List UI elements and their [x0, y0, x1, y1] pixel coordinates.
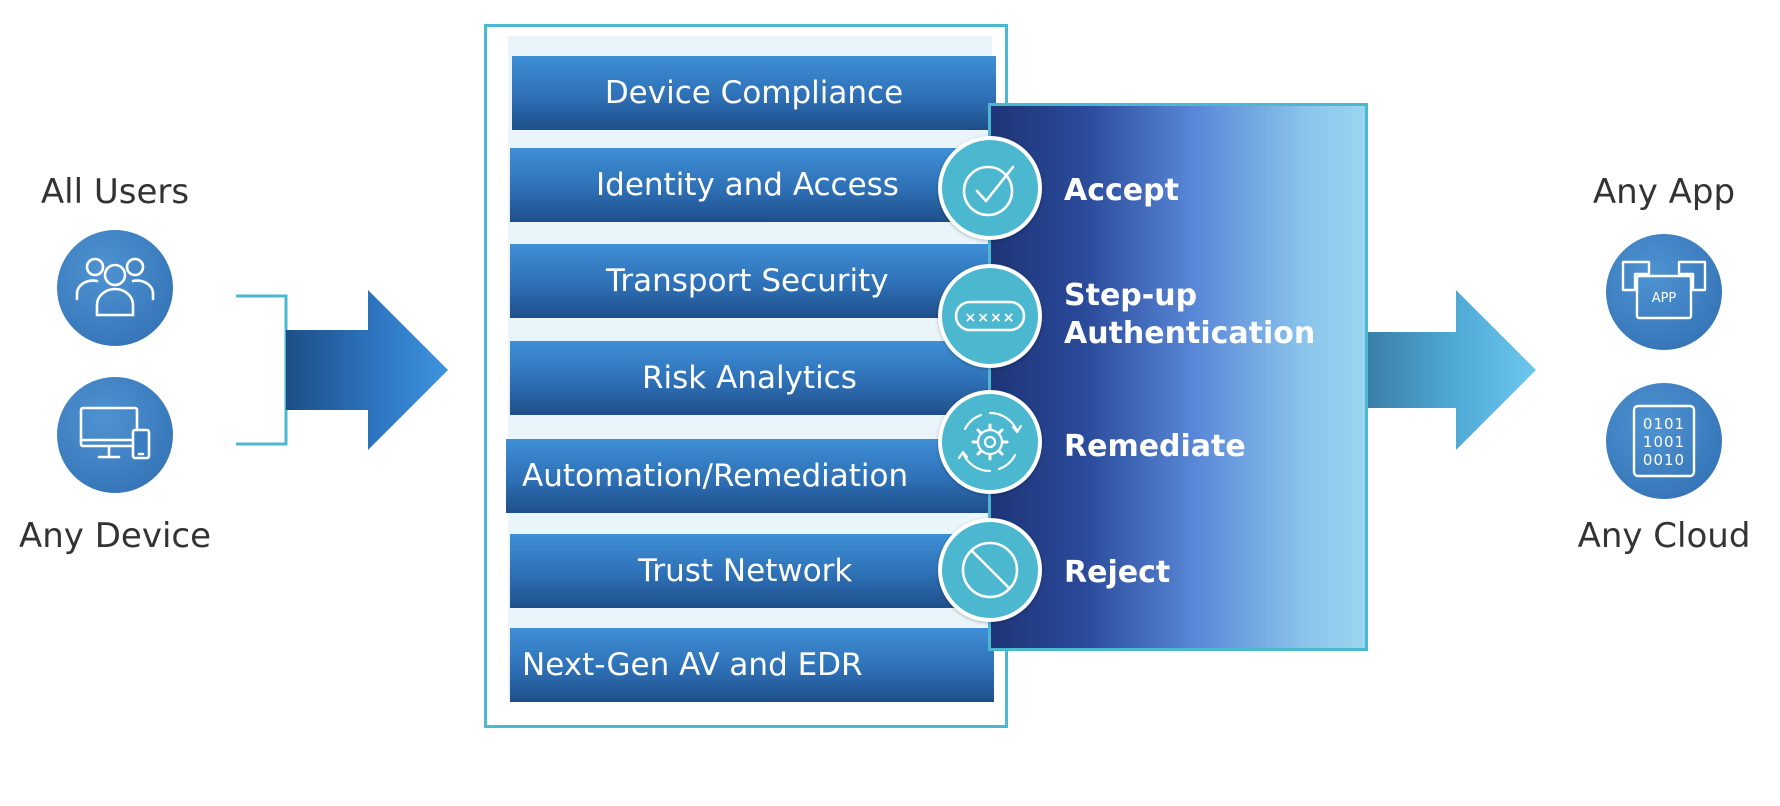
- decision-step-up-line2: Authentication: [1064, 316, 1316, 351]
- decision-reject-label: Reject: [1064, 555, 1171, 590]
- layer-next-gen-av-and-edr: Next-Gen AV and EDR: [510, 628, 994, 702]
- password-mask-text: ××××: [965, 310, 1016, 326]
- left-flow-arrow: [286, 290, 448, 450]
- layer-label: Risk Analytics: [642, 360, 857, 396]
- decision-panel: [988, 103, 1368, 651]
- layer-trust-network: Trust Network: [510, 534, 996, 608]
- all-users-label: All Users: [40, 172, 190, 212]
- input-bracket: [236, 294, 288, 446]
- decision-step-up-line1: Step-up: [1064, 278, 1198, 313]
- layer-label: Next-Gen AV and EDR: [522, 647, 863, 683]
- any-app-label: Any App: [1592, 172, 1736, 212]
- layer-automation-remediation: Automation/Remediation: [506, 439, 996, 513]
- any-device-label: Any Device: [18, 516, 212, 556]
- any-cloud-label: Any Cloud: [1577, 516, 1751, 556]
- check-icon: [938, 136, 1042, 240]
- layer-transport-security: Transport Security: [510, 244, 996, 318]
- decision-step-up-label: Step-up Authentication: [1064, 277, 1315, 353]
- decision-accept-label: Accept: [1064, 173, 1179, 208]
- binary-row: 0101: [1643, 415, 1685, 433]
- binary-row: 0010: [1643, 451, 1685, 469]
- right-flow-arrow: [1368, 290, 1536, 450]
- layer-label: Device Compliance: [604, 75, 904, 111]
- app-icon-text: APP: [1652, 291, 1677, 306]
- layer-label: Transport Security: [606, 263, 889, 299]
- layer-device-compliance: Device Compliance: [512, 56, 996, 130]
- prohibited-icon: [938, 518, 1042, 622]
- layer-label: Trust Network: [638, 553, 853, 589]
- layer-label: Automation/Remediation: [522, 458, 909, 494]
- layer-label: Identity and Access: [596, 167, 899, 203]
- binary-row: 1001: [1643, 433, 1685, 451]
- gear-cycle-icon: [938, 390, 1042, 494]
- decision-remediate-label: Remediate: [1064, 429, 1246, 464]
- layer-risk-analytics: Risk Analytics: [510, 341, 996, 415]
- cloud-data-icon: 0101 1001 0010: [1606, 383, 1722, 499]
- users-icon: [57, 230, 173, 346]
- layer-identity-and-access: Identity and Access: [510, 148, 996, 222]
- password-icon: ××××: [938, 264, 1042, 368]
- app-icon: APP: [1606, 234, 1722, 350]
- devices-icon: [57, 377, 173, 493]
